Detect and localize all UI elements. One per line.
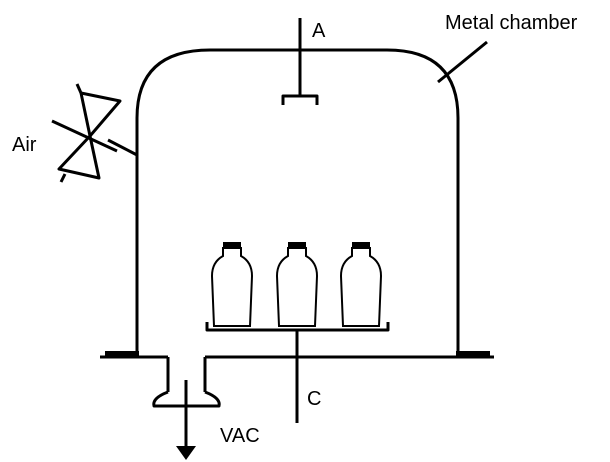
label-c: C <box>307 388 321 410</box>
chamber-callout-line <box>437 40 488 84</box>
base-seal-right <box>456 351 490 357</box>
label-metal-chamber: Metal chamber <box>445 12 578 34</box>
bottles-group <box>210 242 383 327</box>
label-air: Air <box>12 134 37 156</box>
sample-shelf <box>205 322 390 332</box>
bottle-icon <box>275 242 319 327</box>
label-vac: VAC <box>220 425 260 447</box>
label-a: A <box>312 20 326 42</box>
base-seal-left <box>105 351 139 357</box>
vacuum-port <box>152 357 221 460</box>
air-valve-icon <box>51 83 138 183</box>
top-probe-head <box>281 94 319 105</box>
bottle-icon <box>210 242 254 327</box>
bottle-icon <box>339 242 383 327</box>
